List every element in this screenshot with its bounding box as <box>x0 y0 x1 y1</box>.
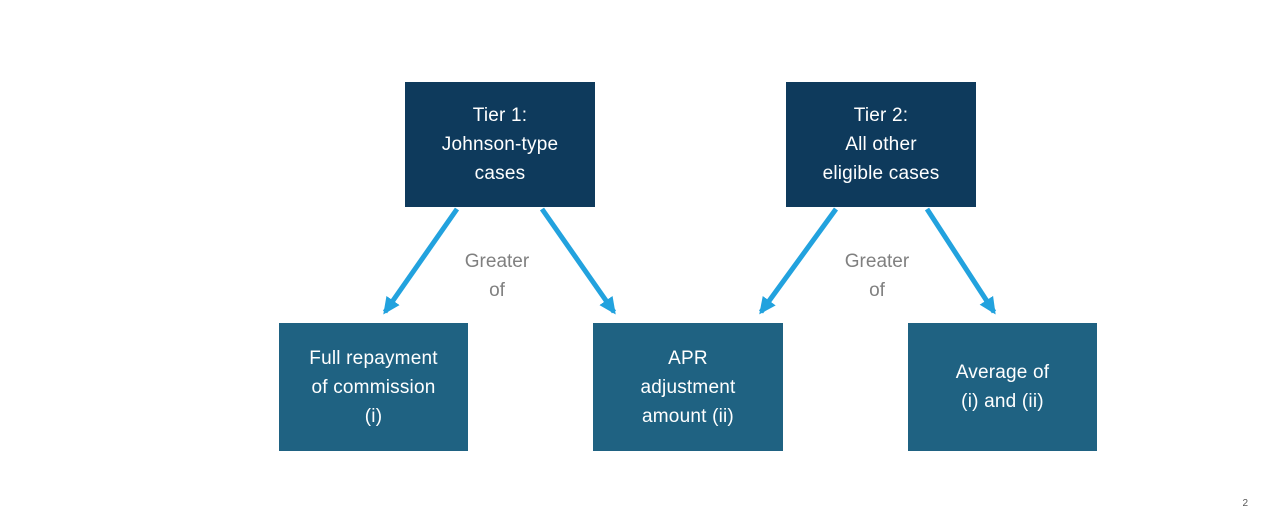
outcome-apr-adjustment-box: APR adjustment amount (ii) <box>593 323 783 451</box>
tier2-label: Tier 2: All other eligible cases <box>822 105 940 184</box>
arrow-tier2-to-outcome3 <box>924 207 997 315</box>
greater-of-label-tier2: Greater of <box>844 251 910 301</box>
tier1-label: Tier 1: Johnson-type cases <box>441 105 559 184</box>
tier2-box: Tier 2: All other eligible cases <box>786 82 976 207</box>
page-number: 2 <box>1242 498 1248 509</box>
outcome-full-repayment-box: Full repayment of commission (i) <box>279 323 468 451</box>
outcome-average-label: Average of (i) and (ii) <box>955 362 1050 412</box>
greater-of-label-tier1: Greater of <box>464 251 530 301</box>
tier1-box: Tier 1: Johnson-type cases <box>405 82 595 207</box>
outcome-average-box: Average of (i) and (ii) <box>908 323 1097 451</box>
outcome-full-repayment-label: Full repayment of commission (i) <box>309 347 438 427</box>
outcome-apr-adjustment-label: APR adjustment amount (ii) <box>640 347 736 427</box>
